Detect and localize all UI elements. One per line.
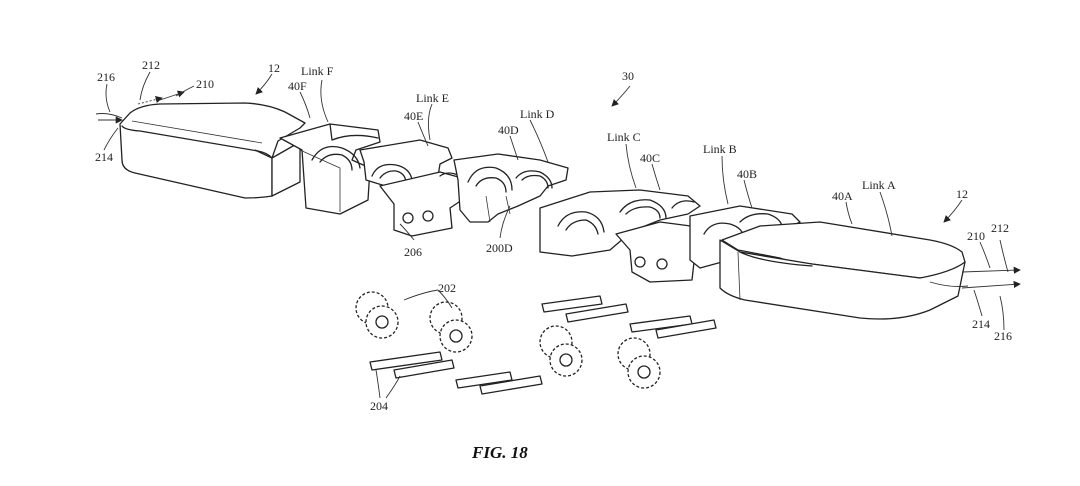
label-link-c: Link C [607,130,641,144]
link-c [539,189,701,257]
ref-216-left: 216 [97,70,115,84]
ref-210-left: 210 [196,77,214,91]
ref-40d: 40D [498,123,519,137]
label-link-d: Link D [520,107,555,121]
ref-210-right: 210 [967,229,985,243]
ref-206: 206 [404,245,422,259]
ref-40f: 40F [288,79,307,93]
link-d [453,153,569,223]
ref-216-right: 216 [994,329,1012,343]
ref-212-right: 212 [991,221,1009,235]
link-e [359,139,463,237]
label-link-f: Link F [301,64,334,78]
ref-40c: 40C [640,151,660,165]
figure-caption: FIG. 18 [471,443,528,462]
ref-212-left: 212 [142,58,160,72]
gear-pair-1 [355,291,399,339]
reference-labels: 216 212 210 214 12 Link F 40F Link E 40E… [95,58,1012,413]
label-link-e: Link E [416,91,449,105]
label-link-b: Link B [703,142,737,156]
left-end-housing [119,102,306,199]
ref-12-right: 12 [956,187,968,201]
gear-pair-3 [539,325,583,377]
link-f [279,123,381,215]
ref-202: 202 [438,281,456,295]
ref-214-left: 214 [95,150,113,164]
right-end-housing [719,221,966,320]
ref-40e: 40E [404,109,423,123]
ref-12-left: 12 [268,61,280,75]
ref-214-right: 214 [972,317,990,331]
ref-200d: 200D [486,241,513,255]
gear-set [355,291,661,389]
label-link-a: Link A [862,178,896,192]
gear-pair-2 [429,301,473,353]
ref-204: 204 [370,399,388,413]
ref-40a: 40A [832,189,853,203]
ref-40b: 40B [737,167,757,181]
pin-set [369,295,717,395]
gear-pair-4 [617,337,661,389]
leader-lines [103,71,1009,399]
ref-30: 30 [622,69,634,83]
